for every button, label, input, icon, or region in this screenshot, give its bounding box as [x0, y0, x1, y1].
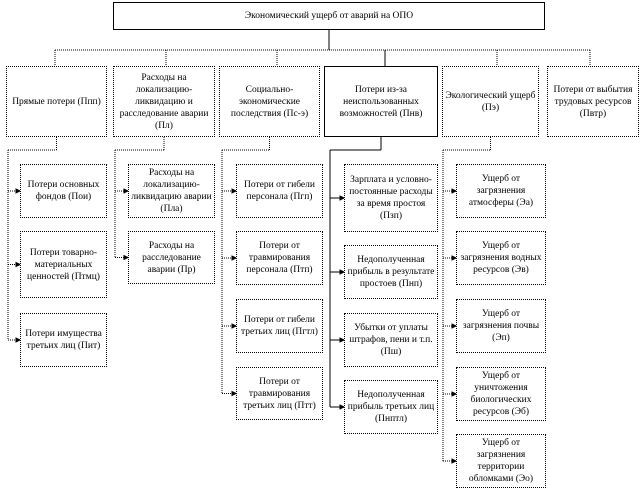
arrow-head-icon — [231, 188, 238, 194]
subcategory-box: Расходы на расследование аварии (Пр) — [128, 231, 215, 284]
subcategory-box: Ущерб от загрязнения территории обломкам… — [456, 434, 546, 488]
subcategory-box: Недополученная прибыль третьих лиц (Пнпт… — [344, 380, 438, 434]
arrow-head-icon — [451, 323, 458, 329]
category-label: Социально-экономические последствия (Пс-… — [230, 84, 309, 119]
category-box: Экологический ущерб (Пэ) — [442, 66, 539, 137]
category-box: Социально-экономические последствия (Пс-… — [219, 66, 320, 137]
subcategory-box: Потери товарно-материальных ценностей (П… — [20, 231, 107, 298]
subcategory-label: Потери от гибели третьих лиц (Пгтл) — [241, 315, 318, 337]
arrow-head-icon — [123, 254, 130, 261]
category-box: Потери из-за неиспользованных возможност… — [324, 66, 438, 137]
subcategory-label: Потери от гибели персонала (Пгп) — [244, 180, 315, 202]
arrow-head-icon — [451, 255, 458, 261]
subcategory-box: Потери от гибели третьих лиц (Пгтл) — [236, 299, 323, 353]
category-label: Расходы на локализацию-ликвидацию и расс… — [119, 72, 209, 131]
subcategory-label: Ущерб от уничтожения биологических ресур… — [470, 371, 532, 417]
category-label: Экологический ущерб (Пэ) — [445, 90, 536, 113]
root-title: Экономический ущерб от аварий на ОПО — [244, 11, 414, 21]
arrow-head-icon — [231, 323, 238, 329]
subcategory-label: Ущерб от загрязнения территории обломкам… — [468, 438, 534, 484]
arrow-head-icon — [15, 261, 22, 268]
subcategory-box: Недополученная прибыль в результате прос… — [344, 245, 438, 299]
subcategory-box: Ущерб от загрязнения атмосферы (Эа) — [456, 164, 546, 218]
subcategory-label: Потери товарно-материальных ценностей (П… — [27, 247, 100, 282]
subcategory-box: Потери от гибели персонала (Пгп) — [236, 164, 323, 218]
subcategory-label: Потери от травмирования персонала (Птп) — [246, 241, 313, 275]
subcategory-box: Потери имущества третьих лиц (Пит) — [20, 313, 107, 367]
subcategory-label: Недополученная прибыль третьих лиц (Пнпт… — [347, 390, 435, 424]
arrow-head-icon — [451, 188, 458, 194]
arrow-head-icon — [339, 269, 346, 275]
arrow-head-icon — [15, 337, 22, 343]
subcategory-label: Потери основных фондов (Пои) — [27, 180, 100, 202]
subcategory-box: Зарплата и условно-постоянные расходы за… — [344, 164, 438, 232]
subcategory-box: Убытки от уплаты штрафов, пени и т.п. (П… — [344, 313, 438, 367]
root-box: Экономический ущерб от аварий на ОПО — [113, 2, 545, 30]
category-box: Потери от выбытия трудовых ресурсов (Пвт… — [547, 66, 639, 137]
arrow-head-icon — [339, 404, 346, 410]
arrow-head-icon — [451, 458, 458, 464]
arrow-head-icon — [451, 391, 458, 397]
category-box: Прямые потери (Ппп) — [6, 66, 107, 137]
subcategory-label: Убытки от уплаты штрафов, пени и т.п. (П… — [349, 323, 433, 357]
subcategory-label: Недополученная прибыль в результате прос… — [347, 255, 435, 289]
category-box: Расходы на локализацию-ликвидацию и расс… — [113, 66, 215, 137]
subcategory-box: Ущерб от загрязнения почвы (Эп) — [456, 299, 546, 353]
subcategory-box: Потери от травмирования третьих лиц (Птт… — [236, 367, 323, 420]
subcategory-box: Расходы на локализацию-ликвидацию аварии… — [128, 164, 215, 218]
category-label: Прямые потери (Ппп) — [12, 96, 101, 107]
arrow-head-icon — [339, 337, 346, 343]
subcategory-label: Зарплата и условно-постоянные расходы за… — [349, 175, 433, 221]
category-label: Потери от выбытия трудовых ресурсов (Пвт… — [553, 84, 633, 119]
subcategory-box: Потери основных фондов (Пои) — [20, 164, 107, 218]
arrow-head-icon — [231, 390, 238, 397]
arrow-head-icon — [123, 188, 130, 194]
arrow-head-icon — [231, 255, 238, 261]
subcategory-box: Ущерб от уничтожения биологических ресур… — [456, 367, 546, 421]
subcategory-label: Потери от травмирования третьих лиц (Птт… — [243, 376, 316, 411]
subcategory-label: Ущерб от загрязнения атмосферы (Эа) — [468, 174, 534, 208]
arrow-head-icon — [15, 188, 22, 194]
category-label: Потери из-за неиспользованных возможност… — [339, 84, 423, 119]
subcategory-label: Потери имущества третьих лиц (Пит) — [25, 329, 102, 351]
subcategory-label: Ущерб от загрязнения почвы (Эп) — [462, 309, 540, 343]
subcategory-box: Ущерб от загрязнения водных ресурсов (Эв… — [456, 231, 546, 285]
subcategory-label: Расходы на расследование аварии (Пр) — [142, 240, 201, 275]
subcategory-label: Ущерб от загрязнения водных ресурсов (Эв… — [460, 241, 542, 275]
subcategory-label: Расходы на локализацию-ликвидацию аварии… — [131, 168, 212, 214]
arrow-head-icon — [339, 195, 346, 201]
subcategory-box: Потери от травмирования персонала (Птп) — [236, 231, 323, 285]
